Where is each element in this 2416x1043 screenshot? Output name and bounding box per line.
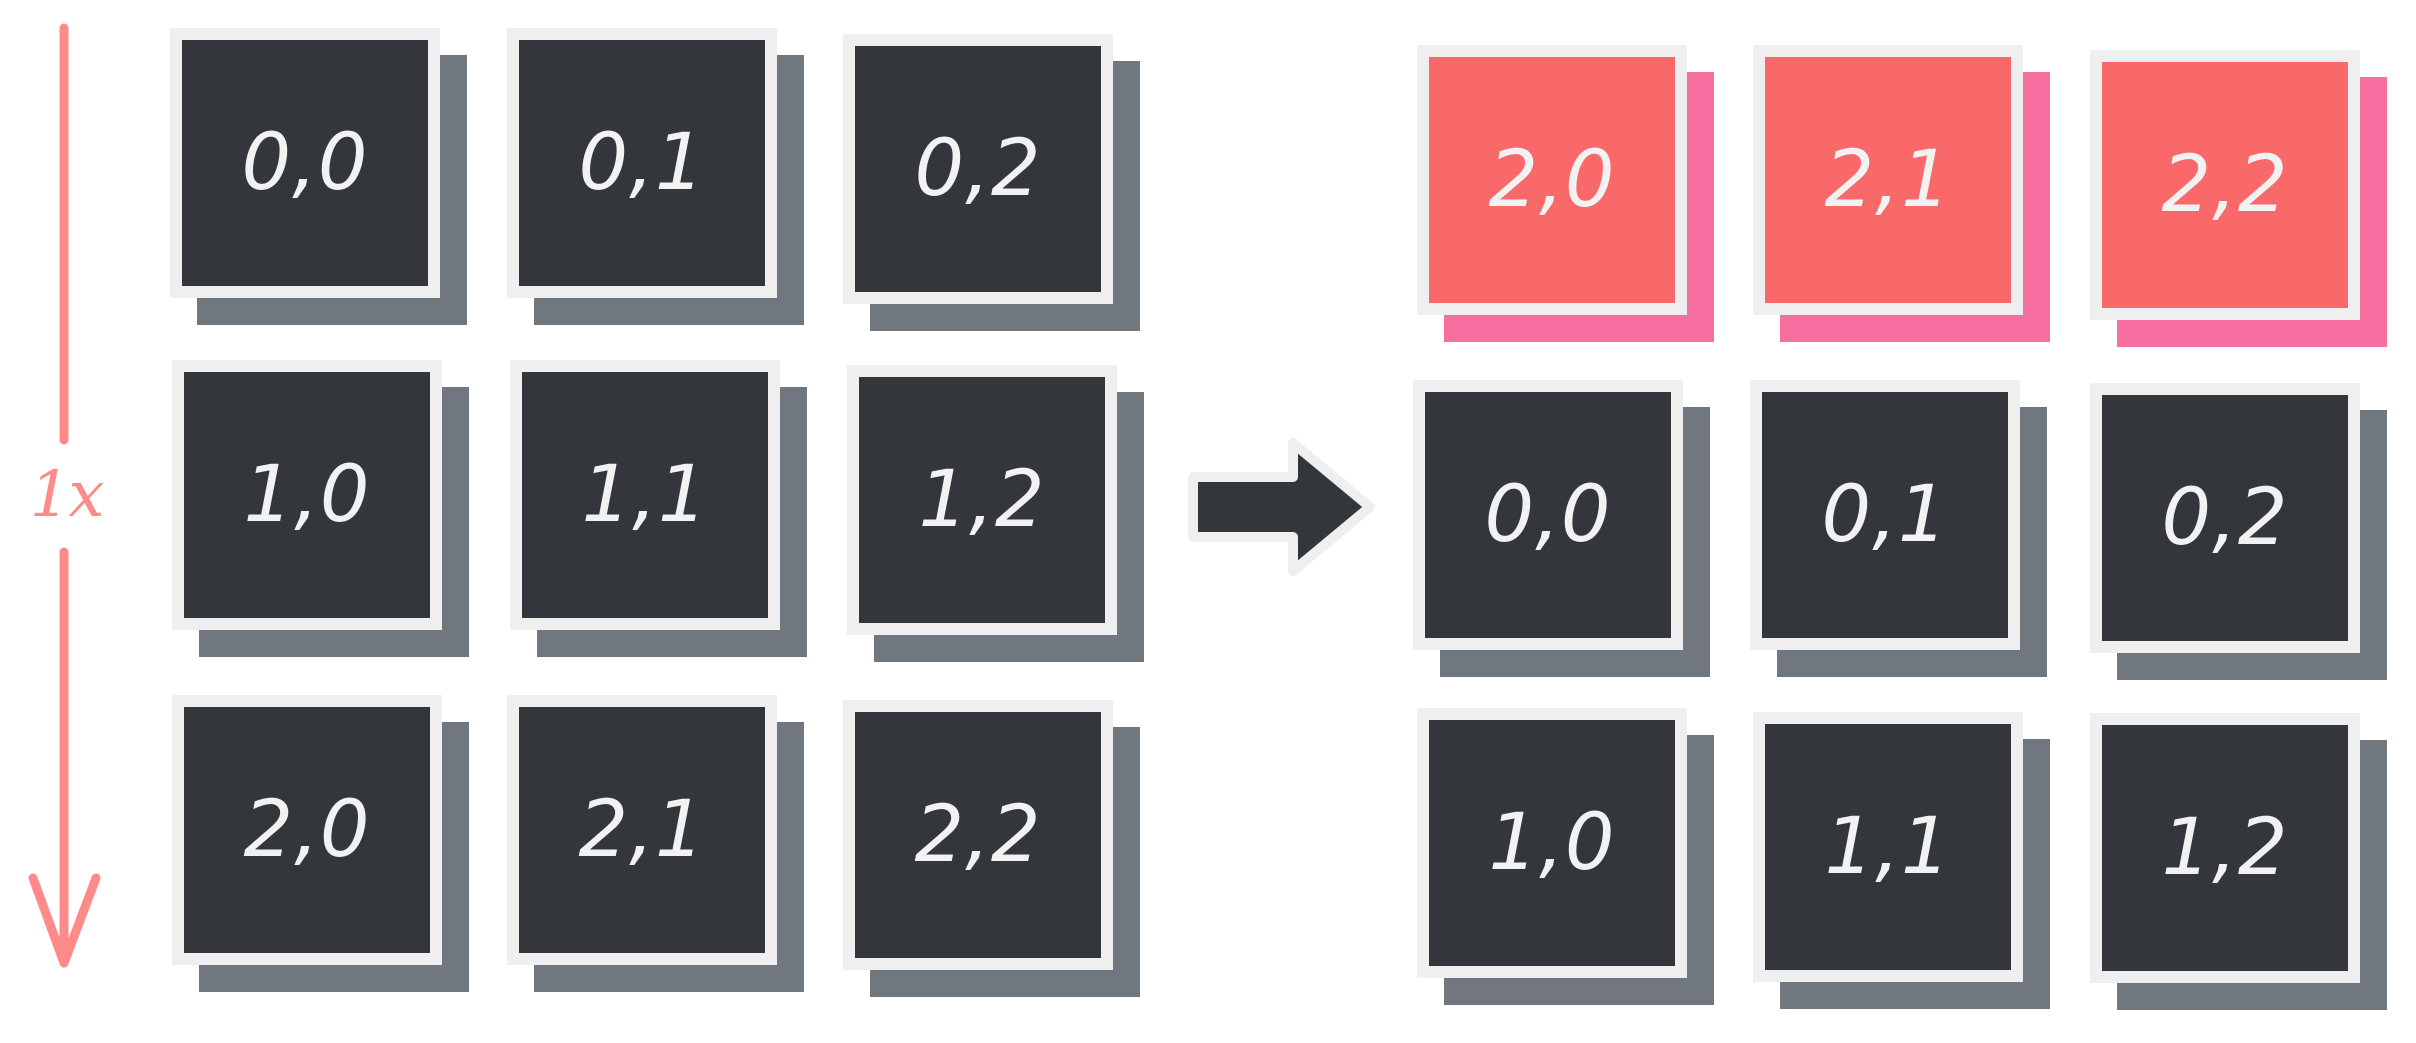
cell-label: 2,1 bbox=[1824, 135, 1952, 225]
cell-label: 0,1 bbox=[578, 118, 706, 208]
cell-label: 1,2 bbox=[918, 455, 1046, 545]
result-cell: 0,1 bbox=[1750, 380, 2047, 677]
cell-label: 1,2 bbox=[2161, 803, 2289, 893]
source-cell: 2,0 bbox=[172, 695, 469, 992]
result-cell: 1,0 bbox=[1417, 708, 1714, 1005]
cell-label: 2,0 bbox=[243, 785, 371, 875]
source-cell: 0,0 bbox=[170, 28, 467, 325]
cell-label: 0,1 bbox=[1821, 470, 1949, 560]
result-cell: 1,1 bbox=[1753, 712, 2050, 1009]
highlighted-cell: 2,0 bbox=[1417, 45, 1714, 342]
cell-label: 1,0 bbox=[1488, 798, 1616, 888]
source-cell: 0,1 bbox=[507, 28, 804, 325]
source-cell: 2,2 bbox=[843, 700, 1140, 997]
source-cell: 0,2 bbox=[843, 34, 1140, 331]
cell-label: 2,0 bbox=[1488, 135, 1616, 225]
cell-label: 2,1 bbox=[578, 785, 706, 875]
cell-label: 2,2 bbox=[2161, 140, 2289, 230]
cell-label: 0,0 bbox=[1484, 470, 1612, 560]
highlighted-cell: 2,2 bbox=[2090, 50, 2387, 347]
cell-label: 0,2 bbox=[914, 124, 1042, 214]
right-arrow-icon bbox=[1188, 438, 1375, 576]
cell-label: 1,1 bbox=[1824, 802, 1952, 892]
result-cell: 1,2 bbox=[2090, 713, 2387, 1010]
highlighted-cell: 2,1 bbox=[1753, 45, 2050, 342]
scale-label: 1x bbox=[29, 458, 105, 532]
cell-label: 1,1 bbox=[581, 450, 709, 540]
result-cell: 0,0 bbox=[1413, 380, 1710, 677]
result-cell: 0,2 bbox=[2090, 383, 2387, 680]
cell-label: 1,0 bbox=[243, 450, 371, 540]
cell-label: 0,2 bbox=[2161, 473, 2289, 563]
source-cell: 1,2 bbox=[847, 365, 1144, 662]
cell-label: 2,2 bbox=[914, 790, 1042, 880]
source-cell: 2,1 bbox=[507, 695, 804, 992]
source-cell: 1,1 bbox=[510, 360, 807, 657]
source-cell: 1,0 bbox=[172, 360, 469, 657]
cell-label: 0,0 bbox=[241, 118, 369, 208]
